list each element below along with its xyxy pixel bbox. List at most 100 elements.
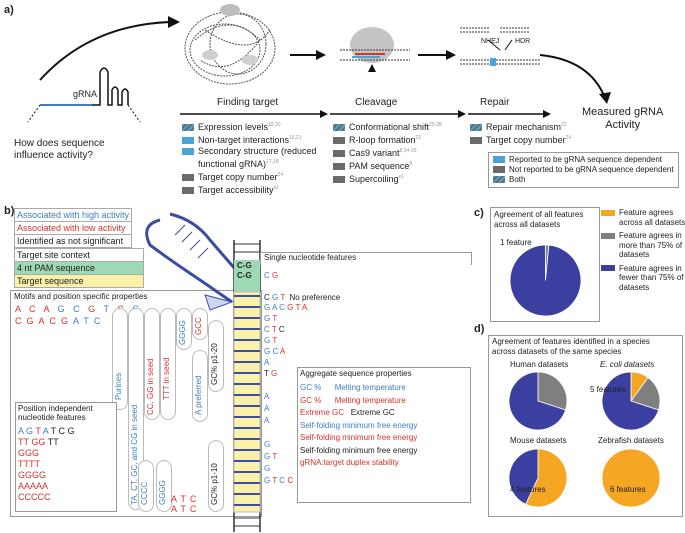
- panel-a-label: a): [4, 4, 14, 16]
- pie-mouse: [508, 448, 568, 508]
- vlabel-purines: Purines: [114, 372, 123, 400]
- vlabel-a-preferred: A preferred: [194, 375, 203, 415]
- stage-item: R-loop formation22: [333, 133, 442, 146]
- snt-row-5: C T C: [264, 325, 285, 334]
- legend-entry: Not reported to be gRNA sequence depende…: [493, 165, 674, 175]
- snt-row-2: C G T No preference: [264, 293, 341, 302]
- gray-swatch: [470, 137, 482, 145]
- pill-a-preferred: [192, 350, 208, 422]
- snt-row-9: T G: [264, 369, 278, 378]
- snt-row-6: G T: [264, 336, 278, 345]
- pie-slice: [601, 371, 660, 431]
- stage-item: Cas9 variant8,24-26: [333, 146, 442, 159]
- pill-gc-10: [208, 440, 224, 512]
- pill-gggg-bottom: [156, 460, 172, 512]
- vlabel-gggg-bottom: GGGG: [158, 480, 167, 505]
- snt-row-14: G T: [264, 452, 278, 461]
- pill-ta: [128, 308, 144, 510]
- pie-zebrafish-title: Zebrafish datasets: [598, 436, 664, 445]
- pill-cccc: [138, 460, 154, 512]
- position-independent-list: A G T A T C G TT GG TT GGG TTTT GGGG AAA…: [18, 426, 75, 502]
- panel-d-label: d): [474, 323, 485, 335]
- stage-cleavage-title: Cleavage: [355, 97, 398, 108]
- stage-item: Target copy number24: [182, 170, 317, 183]
- single-nt-title: Single nucleotide features: [264, 253, 357, 262]
- gray-swatch: [182, 187, 194, 195]
- pill-gc-20: [208, 320, 224, 392]
- single-nt-header: [260, 252, 472, 265]
- stage-repair-title: Repair: [480, 97, 510, 108]
- pie-mouse-title: Mouse datasets: [510, 436, 567, 445]
- legend-entry: Reported to be gRNA sequence dependent: [493, 155, 674, 165]
- pie-slice: [508, 448, 539, 505]
- pill-cc: [144, 308, 160, 420]
- pill-gggg-top: [176, 308, 192, 350]
- pill-gcc: [192, 308, 208, 340]
- stage-finding-title: Finding target: [217, 97, 279, 108]
- both-swatch: [470, 124, 482, 132]
- motifs-title: Motifs and position specific properties: [14, 292, 148, 301]
- nhej-label: NHEJ: [481, 38, 500, 45]
- pie-ecoli: [601, 371, 661, 431]
- aggregate-box: [297, 367, 471, 503]
- gray-swatch: [333, 150, 345, 158]
- vlabel-ttt: TTT in seed: [162, 357, 171, 400]
- vlabel-gc-10: GC% p1-10: [210, 463, 219, 505]
- pie-slice: [630, 376, 661, 411]
- snt-row-10: A: [264, 392, 270, 401]
- gray-swatch: [182, 174, 194, 182]
- both-swatch: [493, 176, 505, 184]
- stage-item: Secondary structure (reduced: [182, 146, 317, 157]
- pie-slice: [508, 371, 567, 431]
- pie-all: [509, 244, 582, 317]
- legend-entry: Both: [493, 175, 674, 185]
- aggregate-list: GC % Melting temperature GC % Melting te…: [300, 383, 418, 467]
- pie-slice: [601, 448, 661, 508]
- bottom-motif: ATC: [171, 494, 201, 504]
- hdr-label: HDR: [515, 38, 531, 45]
- pie-slice: [509, 244, 582, 317]
- both-swatch: [182, 124, 194, 132]
- stage-item: functional gRNA)17,18: [198, 159, 279, 169]
- vlabel-gcc: GCC: [194, 317, 203, 335]
- snt-row-1: C G: [264, 271, 279, 280]
- vlabel-gggg-top: GGGG: [178, 320, 187, 345]
- panel-b-label: b): [4, 205, 15, 217]
- snt-row-4: G T: [264, 314, 278, 323]
- vlabel-gc-20: GC% p1-20: [210, 343, 219, 385]
- gray-swatch: [493, 166, 505, 174]
- snt-row-13: G: [264, 440, 271, 449]
- target-context-box: Target site context 4 nt PAM sequence Ta…: [14, 248, 144, 288]
- panel-b-legend: Associated with high activity Associated…: [14, 208, 133, 248]
- pill-ttt: [160, 308, 176, 420]
- blue-swatch: [493, 156, 505, 164]
- gray-swatch: [333, 176, 345, 184]
- gray-swatch: [333, 137, 345, 145]
- stage-item: Expression levels18,20: [182, 120, 317, 133]
- snt-row-16: G T C C: [264, 476, 294, 485]
- pie-zebrafish-annotation: 6 features: [610, 485, 646, 494]
- gray-swatch: [333, 163, 345, 171]
- pie-human-title: Human datasets: [510, 360, 569, 369]
- stage-item: PAM sequence8: [333, 159, 442, 172]
- panel-b-graphics: [145, 212, 261, 532]
- stage-item: Target accessibilitye1: [182, 183, 317, 196]
- snt-row-15: G: [264, 464, 271, 473]
- aggregate-title: Aggregate sequence properties: [300, 369, 412, 378]
- stage-item: Non-target interactions18,21: [182, 133, 317, 146]
- pie-slice: [537, 371, 568, 411]
- bottom-motif-2: ATC: [171, 504, 201, 514]
- pie-human: [508, 371, 568, 431]
- pie-zebrafish: [601, 448, 661, 508]
- stage-item: Supercoilinge1: [333, 172, 442, 185]
- pie-slice: [525, 448, 568, 508]
- vlabel-cc: CC, GG in seed: [146, 358, 155, 415]
